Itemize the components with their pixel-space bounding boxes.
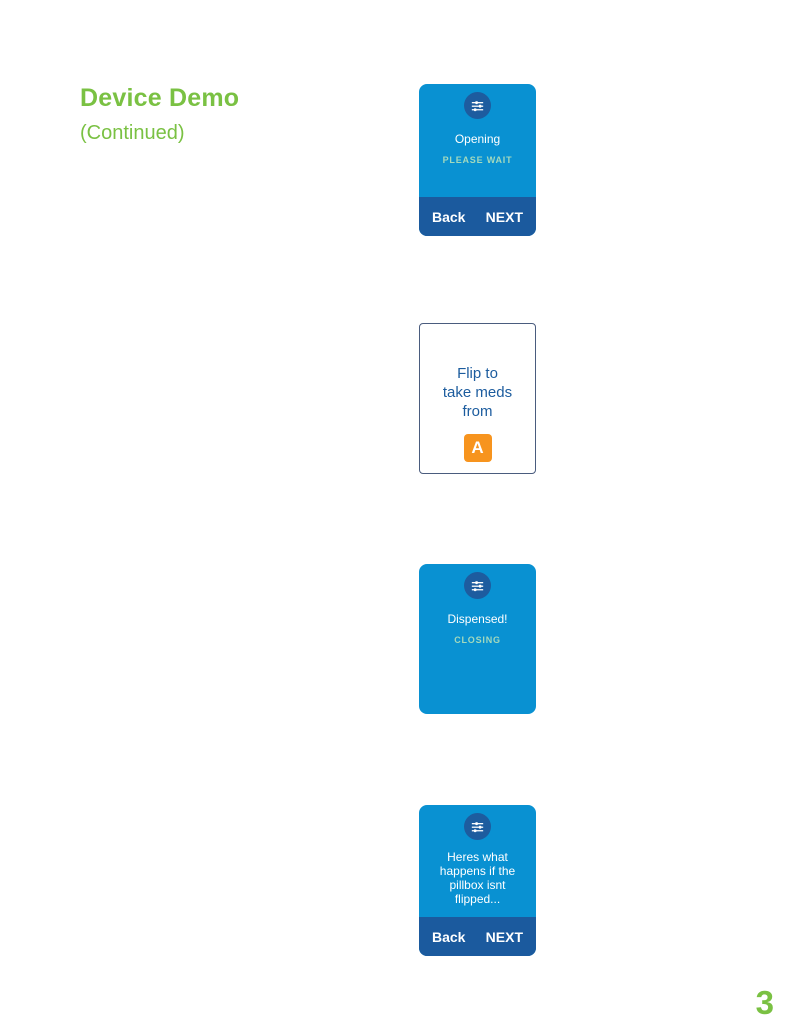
screen-message-line: flipped... [454,892,501,906]
tune-icon [464,92,491,119]
flip-message: Flip to take meds from [443,364,512,421]
next-button[interactable]: NEXT [485,928,523,945]
screen-message-line: happens if the [439,864,516,878]
screen-title: Opening [454,132,501,146]
page-number: 3 [755,984,774,1021]
screen-message: Heres what happens if the pillbox isnt f… [440,850,515,906]
device-screen-flip-prompt: Flip to take meds from A [419,323,536,474]
device-screen-not-flipped: Heres what happens if the pillbox isnt f… [419,805,536,956]
screen-status: PLEASE WAIT [442,155,513,165]
flip-message-line: from [462,403,493,420]
compartment-a-badge: A [463,434,492,462]
next-button[interactable]: NEXT [485,208,523,225]
page-title: Device Demo [80,84,240,112]
flip-message-line: take meds [442,384,513,401]
screen-title: Dispensed! [447,612,508,626]
screen-nav-bar: Back NEXT [419,917,536,956]
screen-message-line: Heres what [447,850,508,864]
screen-nav-bar: Back NEXT [419,197,536,236]
screen-status: CLOSING [454,635,501,645]
tune-icon [464,572,491,599]
screen-message-line: pillbox isnt [449,878,506,892]
page-header: Device Demo (Continued) [80,84,239,145]
back-button[interactable]: Back [432,208,466,225]
tune-icon [464,813,491,840]
back-button[interactable]: Back [432,928,466,945]
page-subtitle: (Continued) [80,122,185,144]
device-screen-opening: Opening PLEASE WAIT Back NEXT [419,84,536,236]
flip-message-line: Flip to [457,365,498,382]
device-screen-dispensed: Dispensed! CLOSING [419,564,536,714]
